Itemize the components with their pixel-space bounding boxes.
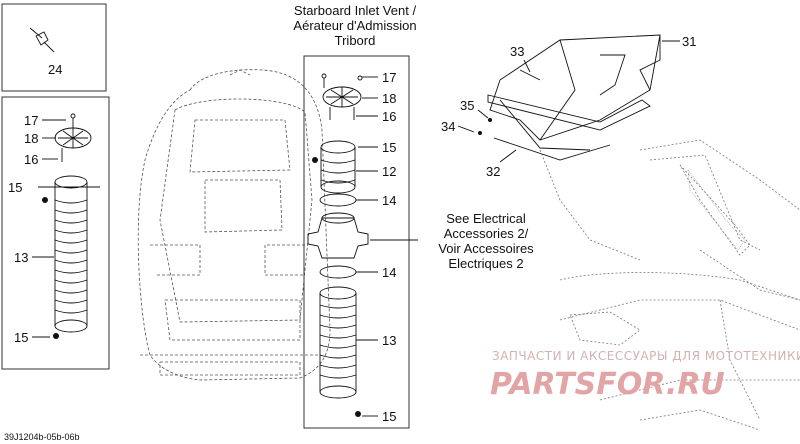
storage-tray-icon xyxy=(487,34,661,161)
label-18-left: 18 xyxy=(24,131,38,146)
label-15-center-top: 15 xyxy=(382,140,396,155)
drawing-code: 39J1204b-05b-06b xyxy=(4,432,80,442)
starboard-title-line3: Tribord xyxy=(335,33,376,48)
label-15-left-top: 15 xyxy=(8,180,22,195)
part-24-frame xyxy=(1,3,107,92)
hull-outline xyxy=(137,69,331,381)
electrical-note-line3: Voir Accessoires xyxy=(438,241,534,256)
port-vent-hose-icon xyxy=(38,175,100,339)
screw-icon xyxy=(29,27,55,53)
clamp-screw-icon xyxy=(355,411,361,417)
label-35: 35 xyxy=(460,98,474,113)
vent-fitting-icon xyxy=(307,212,369,259)
starboard-vent-cover-icon xyxy=(321,73,363,120)
label-17-center: 17 xyxy=(382,70,396,85)
label-24: 24 xyxy=(48,62,62,77)
label-16-center: 16 xyxy=(382,109,396,124)
label-34: 34 xyxy=(441,119,455,134)
label-31: 31 xyxy=(682,34,696,49)
label-14-top: 14 xyxy=(382,193,396,208)
electrical-note-line2: Accessories 2/ xyxy=(444,226,529,241)
starboard-vent-long-hose-icon xyxy=(319,286,361,417)
starboard-title-line1: Starboard Inlet Vent / xyxy=(294,3,417,18)
label-15-center-bottom: 15 xyxy=(382,409,396,424)
starboard-vent-frame xyxy=(303,55,410,429)
electrical-note-line4: Electriques 2 xyxy=(448,256,523,271)
starboard-vent-short-hose-icon xyxy=(312,140,356,194)
label-32: 32 xyxy=(486,164,500,179)
port-vent-frame xyxy=(1,96,110,370)
label-18-center: 18 xyxy=(382,91,396,106)
label-13-left: 13 xyxy=(14,250,28,265)
label-16-left: 16 xyxy=(24,152,38,167)
hull-cutaway-sketch xyxy=(539,139,800,431)
watermark-tagline: ЗАПЧАСТИ И АКСЕССУАРЫ ДЛЯ МОТОТЕХНИКИ xyxy=(492,349,800,363)
port-vent-cover-icon xyxy=(54,113,92,162)
watermark-logo: PARTSFOR.RU xyxy=(490,367,725,402)
starboard-title-line2: Aérateur d'Admission xyxy=(293,18,416,33)
label-12: 12 xyxy=(382,164,396,179)
clamp-screw-icon xyxy=(53,333,59,339)
label-17-left: 17 xyxy=(24,113,38,128)
label-14-bottom: 14 xyxy=(382,265,396,280)
label-15-left-bottom: 15 xyxy=(14,330,28,345)
clamp-screw-icon xyxy=(42,197,48,203)
electrical-note-line1: See Electrical xyxy=(446,211,526,226)
label-33: 33 xyxy=(510,44,524,59)
label-13-center: 13 xyxy=(382,333,396,348)
